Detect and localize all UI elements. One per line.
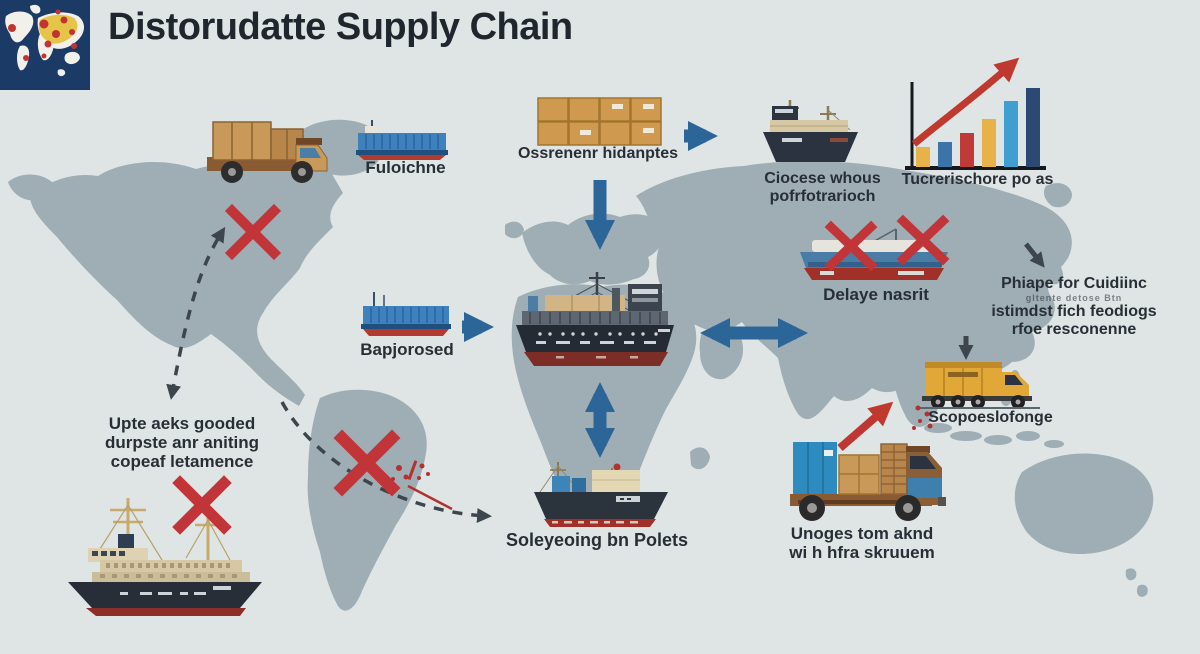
loaded-truck-icon xyxy=(790,442,946,521)
red-x-mark xyxy=(896,214,950,266)
large-cargo-ship-icon xyxy=(516,272,674,366)
dump-truck-icon xyxy=(918,362,1040,409)
blue-flow-arrows xyxy=(462,121,808,458)
bar-chart-bars xyxy=(916,85,1044,167)
dashed-route-north xyxy=(166,226,226,400)
note-right-line3: istimdst fich feodiogs xyxy=(991,303,1157,321)
note-left-line3: copeaf letamence xyxy=(110,452,254,471)
cargo-truck-icon xyxy=(207,121,328,183)
loaded-truck-label-line1: Unoges tom aknd xyxy=(790,524,934,543)
bar xyxy=(1004,101,1018,167)
note-left: Upte aeks gooded durpste anr aniting cop… xyxy=(92,414,272,471)
port-ship-label-line1: Ciocese whous xyxy=(764,170,881,187)
dashed-route-south xyxy=(280,401,492,524)
bar xyxy=(916,147,930,167)
page-title: Distorudatte Supply Chain xyxy=(108,6,573,48)
bar xyxy=(1026,88,1040,167)
world-map-logo-icon xyxy=(0,0,90,90)
loaded-truck-label: Unoges tom aknd wi h hfra skruuem xyxy=(772,524,952,562)
note-left-line2: durpste anr aniting xyxy=(105,433,259,452)
note-right-line2: gltente detose Btn xyxy=(1025,293,1123,304)
note-right-line4: rfoe resconenne xyxy=(1011,321,1137,339)
container-ship-icon xyxy=(361,292,451,336)
note-right-line1: Phiape for Cuidiinc xyxy=(1001,275,1147,292)
rising-bar-chart-icon xyxy=(905,57,1046,170)
red-x-mark xyxy=(172,475,232,535)
dashed-route-arrows xyxy=(166,226,1045,524)
bar xyxy=(982,119,996,167)
delayed-ship-label: Delaye nasrit xyxy=(823,285,929,304)
ship-blue-mid-label: Bapjorosed xyxy=(360,340,454,359)
red-specks xyxy=(391,405,933,481)
red-pointer-line xyxy=(407,484,453,511)
bar-chart-label: Tucrerischore po as xyxy=(901,171,1054,188)
cargo-ship-icon xyxy=(534,462,668,527)
cargo-ship-icon xyxy=(763,100,858,162)
south-ship-label: Soleyeoing bn Polets xyxy=(505,530,689,550)
red-x-mark xyxy=(333,429,401,497)
cargo-boxes-label: Ossrenenr hidanptes xyxy=(517,145,679,162)
bar xyxy=(938,142,952,167)
red-x-mark xyxy=(224,203,282,261)
ship-blue-top-label: Fuloichne xyxy=(365,158,446,177)
down-right-arrow xyxy=(1024,242,1045,268)
red-x-mark xyxy=(824,220,878,272)
red-x-marks xyxy=(172,203,950,535)
port-ship-label-line2: pofrfotrarioch xyxy=(769,188,876,206)
loaded-truck-label-line2: wi h hfra skruuem xyxy=(789,543,935,563)
crossed-out-liner-ship-icon xyxy=(68,498,262,616)
note-right: Phiape for Cuidiinc gltente detose Btn i… xyxy=(988,275,1160,339)
dump-truck-label: Scopoeslofonge xyxy=(928,409,1053,426)
red-rising-arrow xyxy=(837,401,894,452)
port-ship-label: Ciocese whous pofrfotrarioch xyxy=(735,170,910,206)
bar xyxy=(960,133,974,167)
note-left-line1: Upte aeks gooded xyxy=(108,414,256,433)
container-ship-icon xyxy=(356,120,448,160)
cargo-boxes-icon xyxy=(537,97,662,146)
